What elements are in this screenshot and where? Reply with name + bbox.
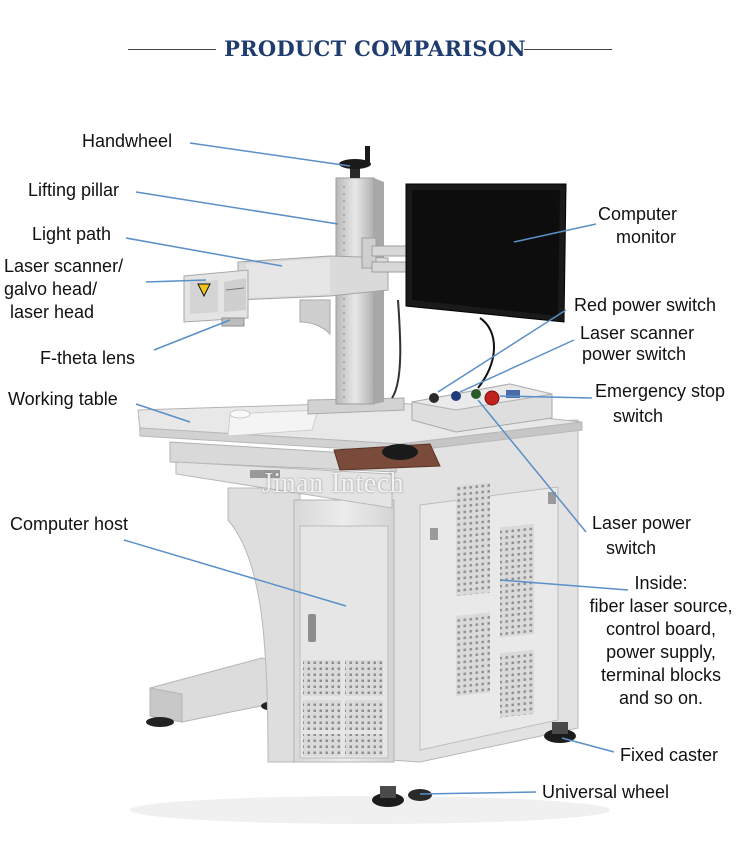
label-laser-scanner-line-2: galvo head/: [4, 279, 98, 299]
label-laser-scanner-power-switch: Laser scanner power switch: [580, 322, 694, 366]
front-vent-1: [303, 660, 341, 696]
front-vent-2: [345, 660, 383, 696]
header-rule-right: [524, 49, 612, 50]
leader-fixed-caster: [561, 737, 615, 753]
front-vent-3: [303, 700, 341, 730]
label-inside-line-2: fiber laser source,: [589, 596, 733, 616]
label-emergency-stop-switch: Emergency stop switch: [595, 380, 725, 428]
label-laser-scanner-power-switch-line-1: Laser scanner: [580, 323, 695, 343]
leader-laser-power-switch: [477, 399, 587, 533]
label-inside-line-6: and so on.: [618, 688, 704, 708]
floor-shadow: [130, 796, 610, 824]
label-lifting-pillar: Lifting pillar: [28, 180, 120, 200]
arm-bracket: [299, 299, 331, 336]
leader-handwheel: [189, 142, 351, 167]
label-fixed-caster: Fixed caster: [620, 745, 719, 765]
leader-lifting-pillar: [135, 191, 339, 225]
worktable-plate: [227, 409, 319, 437]
leader-f-theta-lens: [153, 319, 231, 351]
panel-port: [506, 390, 520, 398]
laser-warning-sign: [197, 283, 211, 298]
casters: [372, 722, 576, 807]
label-f-theta-lens: F-theta lens: [40, 348, 136, 368]
handwheel: [339, 146, 371, 178]
label-red-power-switch: Red power switch: [574, 295, 717, 315]
front-vent-5: [303, 734, 341, 756]
label-computer-monitor: Computer monitor: [598, 203, 677, 249]
leader-inside: [499, 579, 629, 591]
cabinet-left-leg: [227, 487, 301, 763]
leader-laser-scanner-power-switch: [459, 339, 575, 393]
leader-universal-wheel: [419, 791, 537, 795]
leader-working-table: [135, 403, 191, 423]
label-universal-wheel: Universal wheel: [542, 782, 670, 802]
leader-lines: [123, 142, 629, 795]
label-handwheel: Handwheel: [82, 131, 173, 151]
leader-computer-host: [123, 539, 347, 607]
label-computer-monitor-line-1: Computer: [598, 204, 678, 224]
side-vent-lower-right: [500, 649, 534, 718]
keyboard-drawer-front: [175, 461, 393, 509]
mouse: [382, 444, 418, 460]
side-latch-right: [548, 492, 556, 504]
head-cable: [391, 299, 402, 399]
label-laser-power-switch-line-2: switch: [606, 538, 657, 558]
front-vent-6: [345, 734, 383, 756]
page-title: PRODUCT COMPARISON: [224, 36, 526, 61]
leader-emergency-stop: [499, 395, 593, 399]
door-handle: [308, 614, 316, 642]
side-vent-upper-left: [456, 482, 490, 597]
label-laser-scanner-line-3: laser head: [10, 302, 95, 322]
label-inside-line-1: Inside:: [634, 573, 688, 593]
label-working-table: Working table: [8, 389, 118, 409]
monitor-arm: [361, 237, 409, 273]
laser-scanner-power-switch: [451, 391, 461, 401]
monitor-cable: [477, 317, 495, 389]
f-theta-lens: [221, 317, 245, 327]
red-power-switch: [429, 393, 439, 403]
label-inside-line-4: power supply,: [606, 642, 716, 662]
side-latch-left: [430, 528, 438, 540]
label-emergency-stop-switch-line-2: switch: [613, 406, 664, 426]
watermark: Jinan Intech: [262, 468, 405, 499]
header-rule-left: [128, 49, 216, 50]
label-emergency-stop-switch-line-1: Emergency stop: [595, 381, 726, 401]
label-computer-monitor-line-2: monitor: [616, 227, 677, 247]
label-computer-host: Computer host: [10, 514, 129, 534]
label-inside-line-3: control board,: [605, 619, 717, 639]
label-light-path: Light path: [32, 224, 112, 244]
front-vent-4: [345, 700, 383, 730]
label-laser-scanner: Laser scanner/ galvo head/ laser head: [4, 255, 123, 324]
leader-computer-monitor: [513, 223, 597, 243]
label-inside-line-5: terminal blocks: [600, 665, 722, 685]
drawer-handle: [250, 470, 280, 478]
laser-power-switch: [471, 389, 481, 399]
leader-red-power-switch: [437, 309, 567, 393]
side-vent-lower-left: [456, 612, 490, 697]
label-laser-scanner-line-1: Laser scanner/: [4, 256, 124, 276]
emergency-stop-switch: [484, 390, 500, 406]
leader-light-path: [125, 237, 283, 267]
label-laser-power-switch: Laser power switch: [592, 512, 691, 560]
header: PRODUCT COMPARISON: [0, 30, 750, 70]
label-inside: Inside: fiber laser source, control boar…: [572, 572, 750, 710]
label-laser-power-switch-line-1: Laser power: [592, 513, 692, 533]
label-laser-scanner-power-switch-line-2: power switch: [582, 344, 687, 364]
leader-laser-scanner: [145, 279, 207, 283]
